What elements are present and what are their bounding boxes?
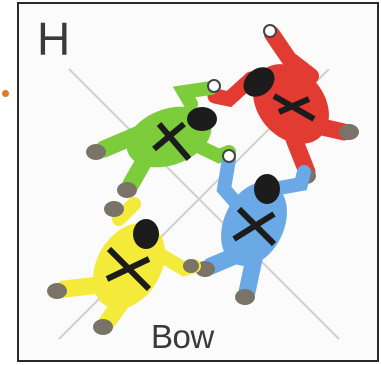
formation-letter: H [37, 13, 71, 65]
formation-card: H [17, 2, 379, 362]
red-skydiver [207, 24, 359, 184]
blue-skydiver [195, 149, 311, 305]
formation-name: Bow [151, 318, 214, 355]
formation-diagram [47, 24, 359, 340]
list-bullet [2, 90, 9, 97]
cross-line-1 [68, 68, 340, 340]
green-skydiver [86, 79, 236, 198]
yellow-skydiver [47, 197, 201, 335]
